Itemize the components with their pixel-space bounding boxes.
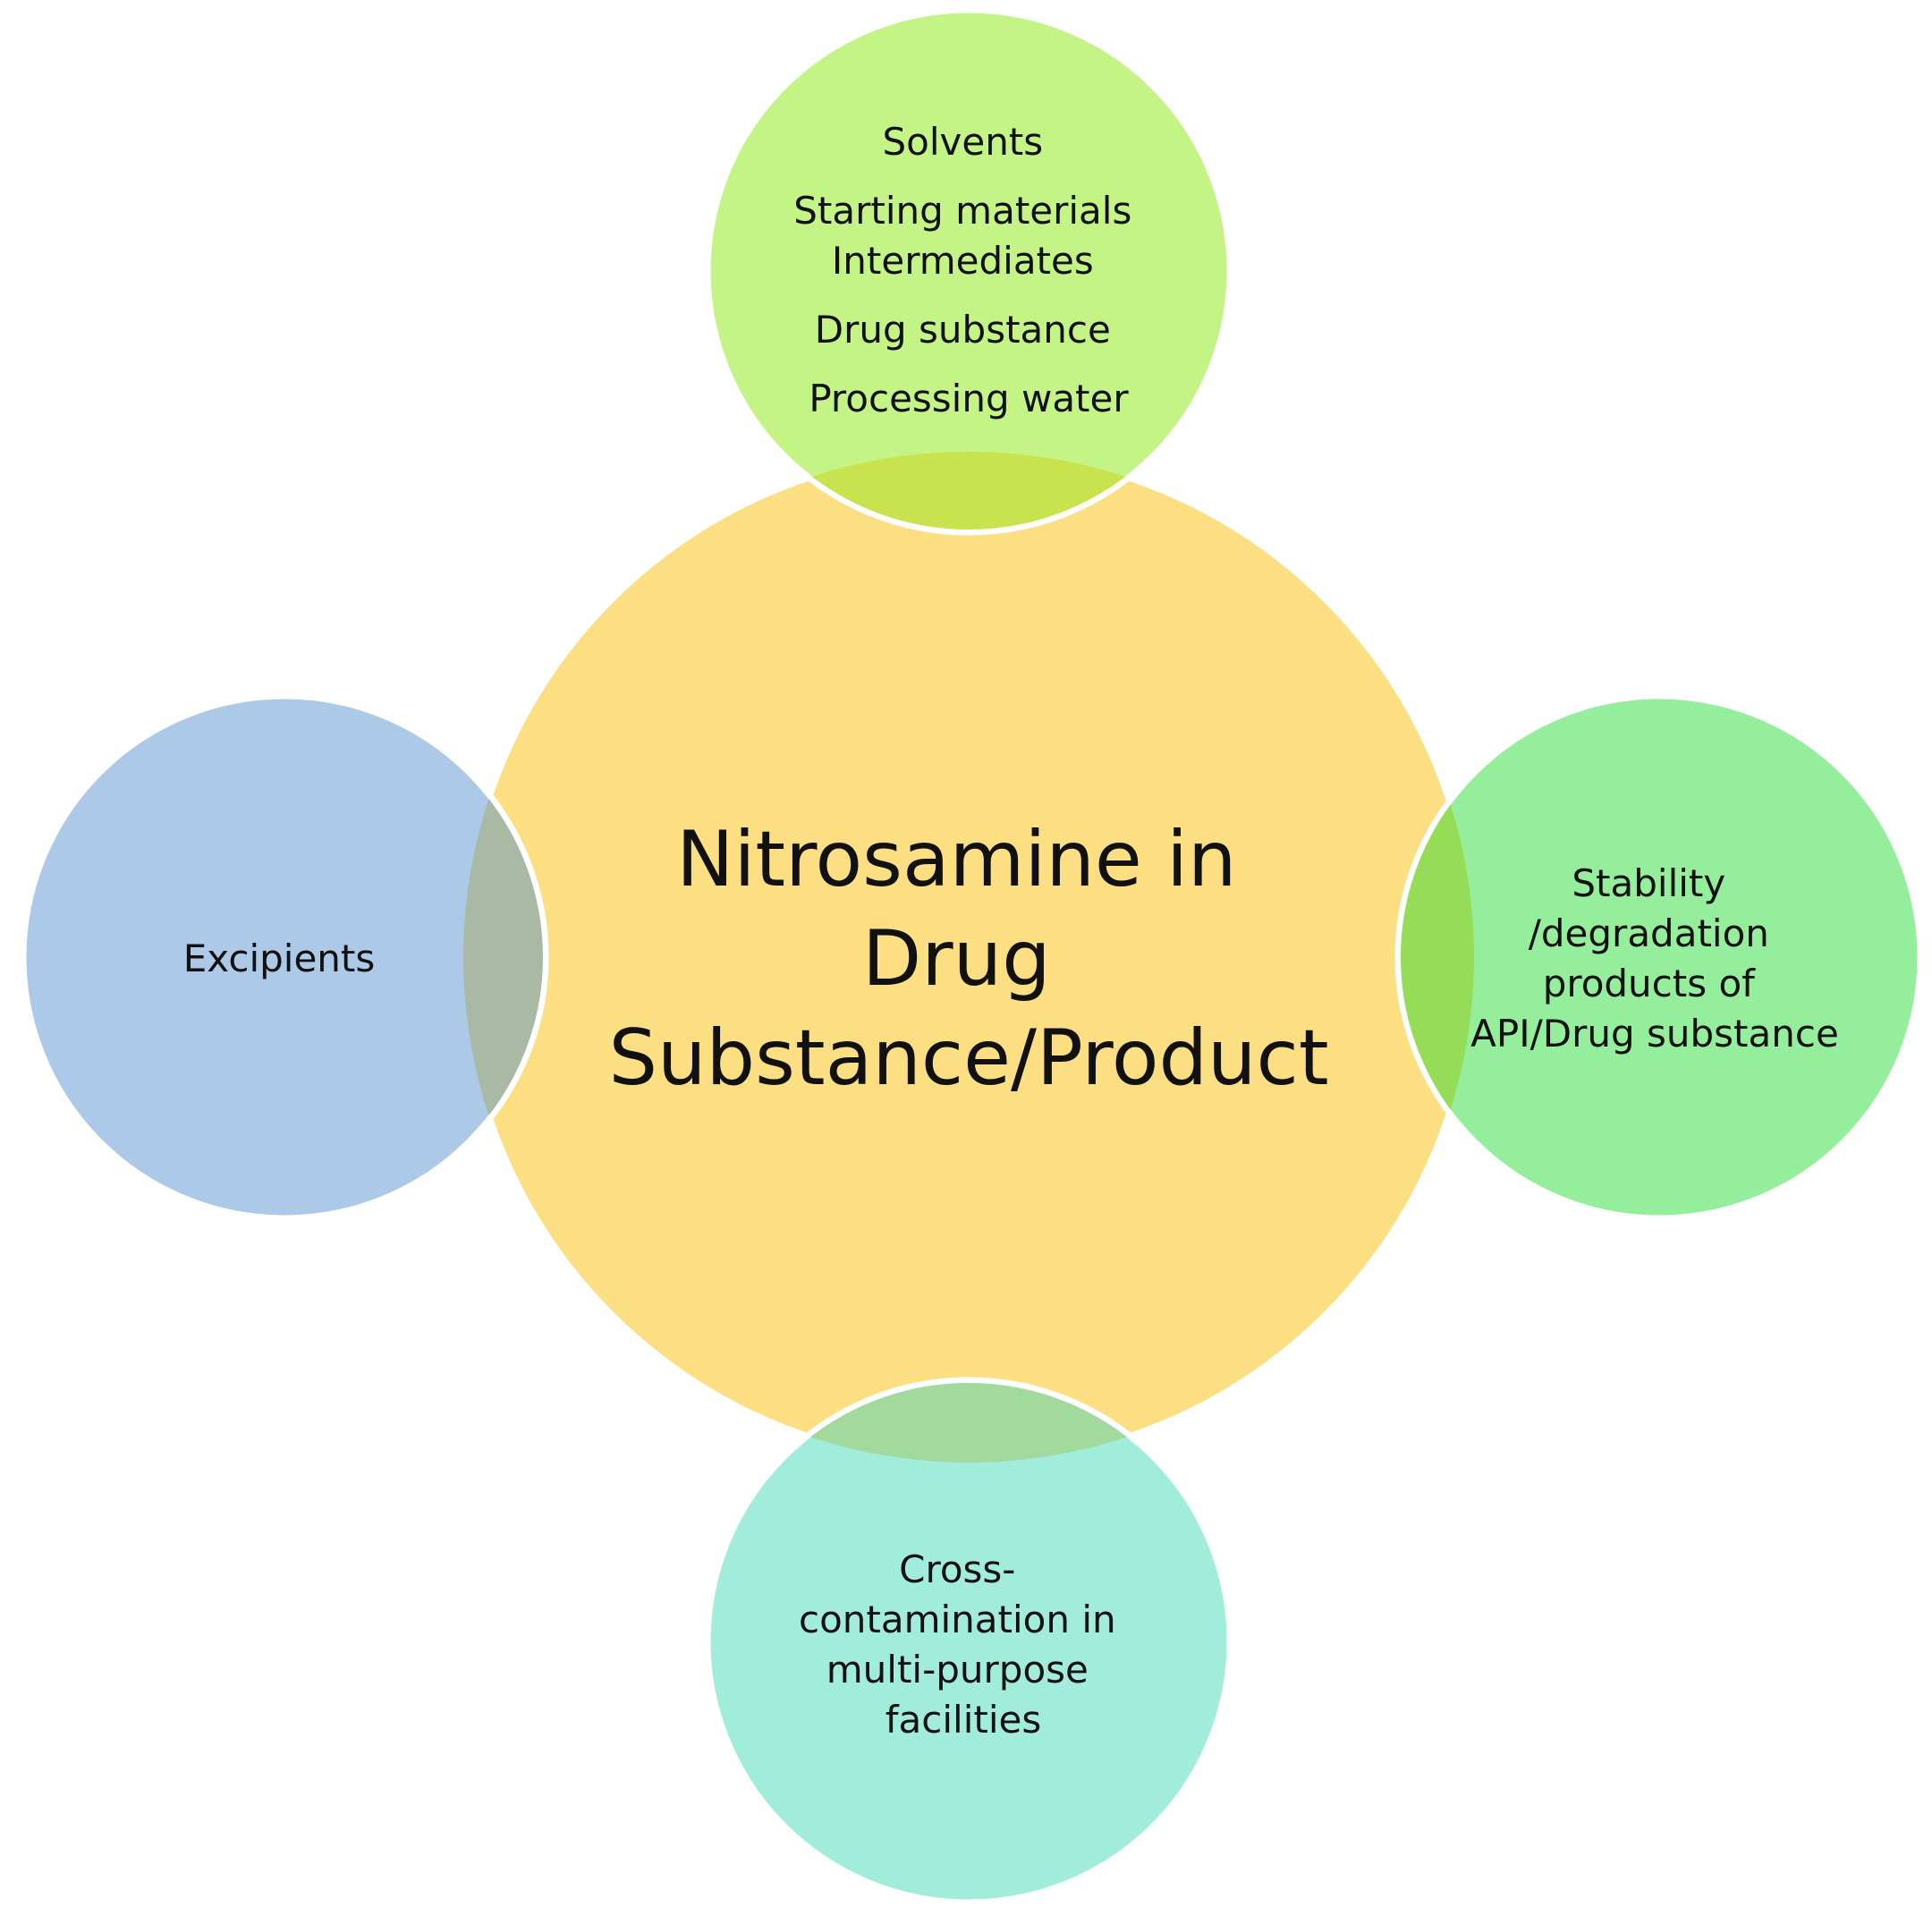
bottom-label-line: Cross- bbox=[899, 1547, 1015, 1591]
bottom-label-line: contamination in bbox=[799, 1598, 1116, 1641]
bottom-label-line: facilities bbox=[886, 1698, 1041, 1742]
center-label-line: Drug bbox=[862, 914, 1051, 1004]
right-label: Stability /degradation products of API/D… bbox=[1470, 861, 1839, 1055]
top-label-line: Starting materials bbox=[793, 189, 1131, 233]
bottom-label: Cross- contamination in multi-purpose fa… bbox=[799, 1547, 1128, 1742]
top-label-line: Solvents bbox=[882, 120, 1043, 164]
right-label-line: API/Drug substance bbox=[1470, 1012, 1839, 1055]
top-label: Solvents Starting materials Intermediate… bbox=[793, 120, 1143, 420]
center-label-line: Nitrosamine in bbox=[676, 815, 1236, 904]
left-label-line: Excipients bbox=[183, 937, 376, 980]
bottom-label-line: multi-purpose bbox=[826, 1648, 1089, 1691]
right-label-line: Stability bbox=[1572, 861, 1725, 905]
center-label: Nitrosamine in Drug Substance/Product bbox=[608, 815, 1328, 1103]
top-label-line: Processing water bbox=[809, 377, 1129, 420]
top-label-line: Intermediates bbox=[832, 239, 1094, 283]
center-label-line: Substance/Product bbox=[608, 1013, 1328, 1103]
right-label-line: products of bbox=[1543, 962, 1756, 1005]
right-label-line: /degradation bbox=[1529, 911, 1769, 955]
top-label-line: Drug substance bbox=[815, 308, 1111, 352]
left-label: Excipients bbox=[183, 937, 376, 980]
